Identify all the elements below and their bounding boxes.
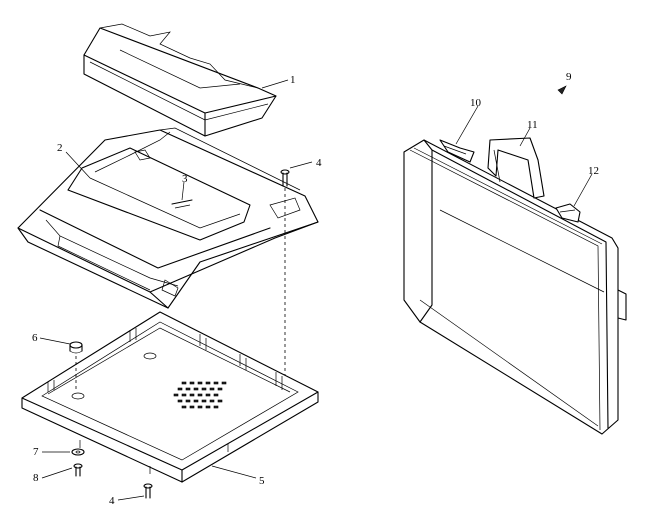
carrying-case-part: [403, 137, 627, 435]
callout-4-top: 4: [316, 157, 322, 169]
screw-top-part: [280, 169, 290, 390]
callout-1: 1: [290, 74, 296, 86]
upper-housing-part: [17, 127, 319, 309]
callout-7: 7: [33, 446, 39, 458]
callout-2: 2: [57, 142, 63, 154]
callout-10: 10: [470, 97, 482, 109]
screw-bottom-part: [143, 483, 153, 499]
base-tray-part: [21, 311, 319, 483]
callout-6: 6: [32, 332, 38, 344]
top-cover-part: [83, 23, 277, 137]
foot-part: [69, 341, 83, 392]
screw-bottom-left-part: [73, 463, 83, 477]
washer-part: [71, 448, 85, 456]
callout-9: 9: [566, 71, 572, 83]
vent-grille: [173, 381, 227, 409]
arrow-icon: [557, 85, 567, 95]
callout-11: 11: [527, 119, 538, 131]
callout-5: 5: [259, 475, 265, 487]
callout-4-bottom: 4: [109, 495, 115, 507]
callout-8: 8: [33, 472, 39, 484]
callout-12: 12: [588, 165, 599, 177]
leader-lines: [39, 79, 593, 501]
spring-clip-part: [171, 199, 193, 209]
callout-3: 3: [182, 173, 188, 185]
